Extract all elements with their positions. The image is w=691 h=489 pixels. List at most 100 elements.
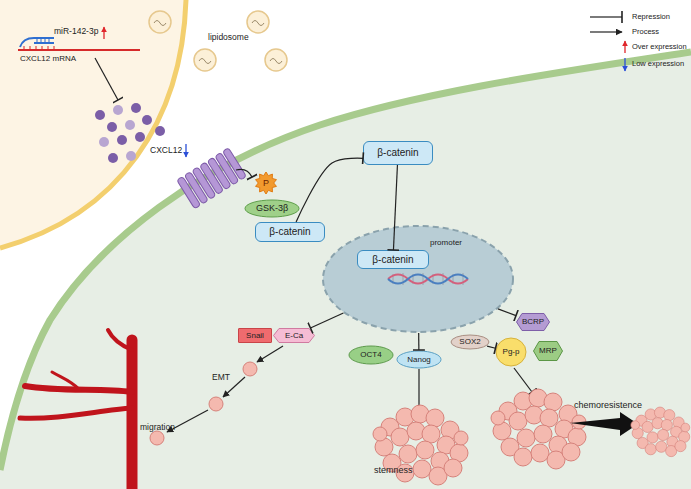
- protein-box: β-catenin: [357, 250, 429, 269]
- inhibition-connector: [487, 346, 495, 348]
- lipidosome-symbol: [194, 49, 216, 71]
- mirna-symbol: [18, 27, 140, 50]
- inhibition-connector: [498, 309, 516, 316]
- cxcl12-dots: [95, 103, 186, 163]
- cxcl12-dots: [125, 120, 135, 130]
- legend-samples: [590, 17, 625, 71]
- migrating-cells: [243, 362, 257, 376]
- node-label: MRP: [539, 347, 557, 355]
- kinase-ellipse: GSK-3β: [244, 199, 300, 218]
- protein-hexagon-shape: [274, 329, 315, 343]
- edge-layer: [296, 158, 516, 350]
- migrating-cells: [150, 431, 164, 445]
- repression-line: [95, 58, 118, 100]
- legend-samples: [590, 31, 622, 32]
- legend-samples: [624, 41, 625, 53]
- node-label: Pg-p: [503, 348, 520, 356]
- factor-ellipse-shape: [349, 346, 393, 364]
- recipient-cell: [0, 52, 691, 489]
- cxcl12-dots: [185, 144, 186, 157]
- kinase-ellipse-shape: [245, 200, 299, 217]
- nucleus-ellipse: promoter β-catenin: [322, 225, 514, 333]
- cxcl12-dots: [95, 110, 105, 120]
- factor-ellipse: OCT4: [348, 345, 394, 365]
- outcome-label: stemness: [374, 466, 413, 475]
- lipidosome-symbol: [247, 11, 269, 33]
- cxcl12-dots: [117, 135, 127, 145]
- cell-cluster: [631, 407, 690, 457]
- cxcl12-dots: [126, 151, 136, 161]
- dna-helix: [388, 273, 468, 285]
- blood-vessel: [20, 408, 132, 418]
- dna-helix: [388, 275, 468, 284]
- legend-samples: [624, 58, 625, 71]
- blood-vessel: [108, 330, 132, 350]
- nucleus-ellipse-shape: [323, 226, 513, 332]
- legend-samples: [590, 16, 622, 17]
- node-label: promoter: [430, 239, 462, 247]
- mirna-symbol: [24, 46, 54, 50]
- node-label: Nanog: [407, 356, 431, 364]
- vesicle-label: lipidosome: [208, 33, 249, 42]
- node-label: SOX2: [459, 338, 480, 346]
- legend-label: Process: [632, 28, 659, 36]
- migrating-cells: [209, 397, 223, 411]
- protein-box: β-catenin: [255, 222, 325, 242]
- cxcl12-dots: [135, 132, 145, 142]
- node-label: OCT4: [360, 351, 381, 359]
- inhibition-connector: [393, 165, 397, 250]
- cxcl12-dots: [131, 103, 141, 113]
- cxcl12-dots: [108, 153, 118, 163]
- factor-ellipse-shape: [451, 335, 489, 349]
- cxcl12-dots: [113, 105, 123, 115]
- cell-cluster: [373, 405, 468, 485]
- protein-box: β-catenin: [363, 141, 433, 165]
- receptor-symbol: [222, 148, 246, 181]
- wedge-arrow: [570, 412, 638, 436]
- factor-ellipse: Nanog: [396, 350, 442, 369]
- blood-vessel: [20, 330, 132, 489]
- phosphate-star-shape: [256, 172, 277, 194]
- phosphate-star: P: [254, 172, 278, 194]
- cxcl12-dots: [99, 137, 109, 147]
- dna-helix: [388, 275, 468, 284]
- legend-label: Repression: [632, 13, 670, 21]
- lipidosome-symbol: [265, 49, 287, 71]
- legend-label: Over expression: [632, 43, 687, 51]
- inhibition-connector: [310, 313, 343, 328]
- cxcl12-dots: [107, 122, 117, 132]
- mirna-symbol: [37, 38, 49, 43]
- lipidosome-symbol: [149, 11, 287, 71]
- node-label: β-catenin: [372, 255, 413, 265]
- lipidosome-symbol: [149, 11, 171, 33]
- mirna-symbol: [103, 27, 104, 39]
- factor-ellipse: SOX2: [450, 334, 490, 350]
- blood-vessel: [52, 372, 80, 390]
- node-label: BCRP: [522, 318, 544, 326]
- dna-helix: [393, 273, 463, 285]
- nucleus-ellipse-outline: [322, 225, 514, 333]
- cell-cluster: [491, 389, 586, 469]
- repression-line: [514, 368, 532, 392]
- node-label: β-catenin: [269, 227, 310, 237]
- node-label: P: [263, 179, 269, 188]
- legend-label: Low expression: [632, 60, 684, 68]
- transporter-hexagon-shape: [534, 342, 563, 361]
- node-label: E-Ca: [285, 332, 303, 340]
- mrna-label: CXCL12 mRNA: [20, 55, 76, 63]
- factor-ellipse-shape: [397, 351, 441, 368]
- transporter-hexagon-shape: [517, 314, 550, 331]
- outcome-label: chemoresistence: [574, 401, 642, 410]
- node-label: β-catenin: [377, 148, 418, 158]
- ligand-label: CXCL12: [150, 146, 182, 155]
- process-label: migration: [140, 423, 175, 432]
- inhibition-connector: [418, 333, 419, 350]
- cell-cluster: [631, 407, 690, 457]
- transporter-hexagon: MRP: [533, 341, 563, 361]
- mirna-symbol: [20, 38, 54, 47]
- recipient-cell: [0, 52, 691, 470]
